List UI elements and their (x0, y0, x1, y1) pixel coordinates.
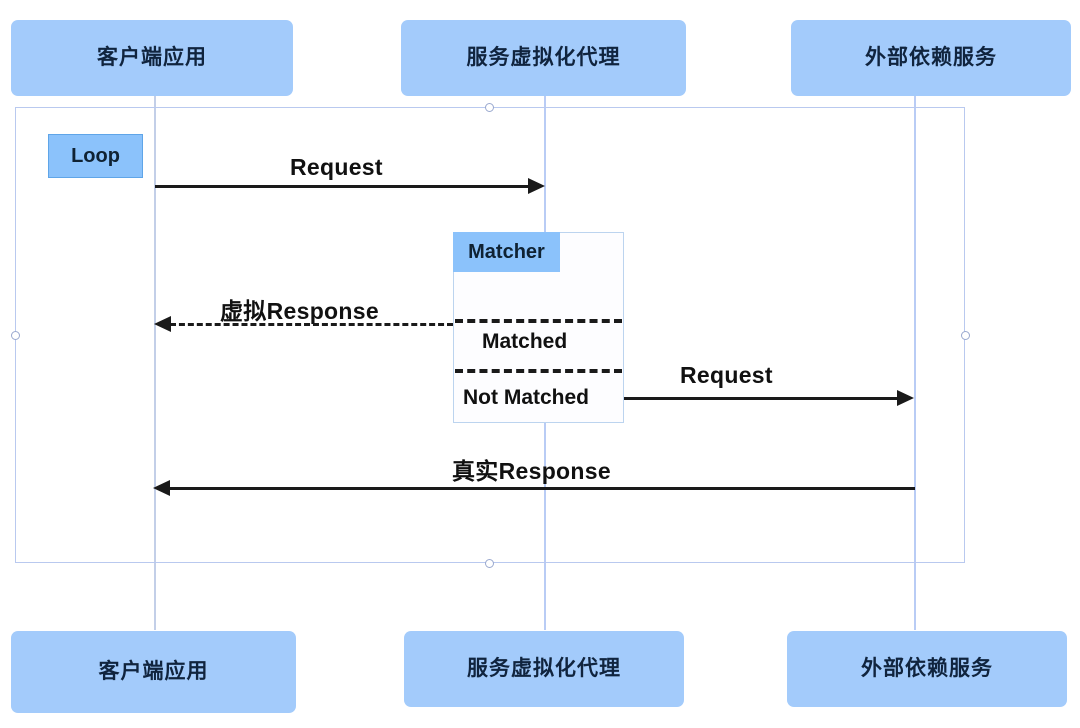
participant-label-proxy-bottom: 服务虚拟化代理 (467, 657, 621, 681)
message-arrowhead-request-1 (528, 178, 545, 194)
participant-label-external-top: 外部依赖服务 (865, 46, 997, 70)
participant-box-client-top[interactable]: 客户端应用 (11, 20, 293, 96)
participant-label-external-bottom: 外部依赖服务 (861, 657, 993, 681)
participant-label-client-top: 客户端应用 (97, 46, 207, 70)
frame-handle-right[interactable] (961, 331, 970, 340)
message-arrowhead-virtual-response (154, 316, 171, 332)
lifeline-external (914, 96, 916, 630)
matcher-divider-1 (455, 319, 622, 323)
participant-box-proxy-top[interactable]: 服务虚拟化代理 (401, 20, 686, 96)
message-arrowhead-request-2 (897, 390, 914, 406)
participant-label-proxy-top: 服务虚拟化代理 (466, 46, 621, 70)
message-label-real-response: 真实Response (452, 458, 611, 484)
message-label-request-2: Request (680, 362, 773, 388)
participant-box-external-bottom[interactable]: 外部依赖服务 (787, 631, 1067, 707)
frame-handle-left[interactable] (11, 331, 20, 340)
message-arrowhead-real-response (153, 480, 170, 496)
message-label-virtual-response: 虚拟Response (220, 298, 379, 324)
participant-box-proxy-bottom[interactable]: 服务虚拟化代理 (404, 631, 684, 707)
participant-label-client-bottom: 客户端应用 (98, 660, 209, 684)
matcher-label-text: Matcher (468, 240, 545, 263)
participant-box-client-bottom[interactable]: 客户端应用 (11, 631, 296, 713)
loop-label-text: Loop (71, 144, 120, 167)
matcher-divider-2 (455, 369, 622, 373)
message-line-virtual-response (170, 323, 453, 326)
lifeline-client (154, 96, 156, 630)
loop-label-tab[interactable]: Loop (48, 134, 143, 178)
message-line-request-1 (155, 185, 530, 188)
frame-handle-top[interactable] (485, 103, 494, 112)
message-line-request-2 (624, 397, 899, 400)
participant-box-external-top[interactable]: 外部依赖服务 (791, 20, 1071, 96)
message-label-request-1: Request (290, 154, 383, 180)
matcher-label-tab[interactable]: Matcher (453, 232, 560, 272)
matcher-branch-label-not-matched: Not Matched (463, 386, 589, 409)
message-line-real-response (170, 487, 915, 490)
matcher-branch-label-matched: Matched (482, 330, 568, 353)
frame-handle-bottom[interactable] (485, 559, 494, 568)
